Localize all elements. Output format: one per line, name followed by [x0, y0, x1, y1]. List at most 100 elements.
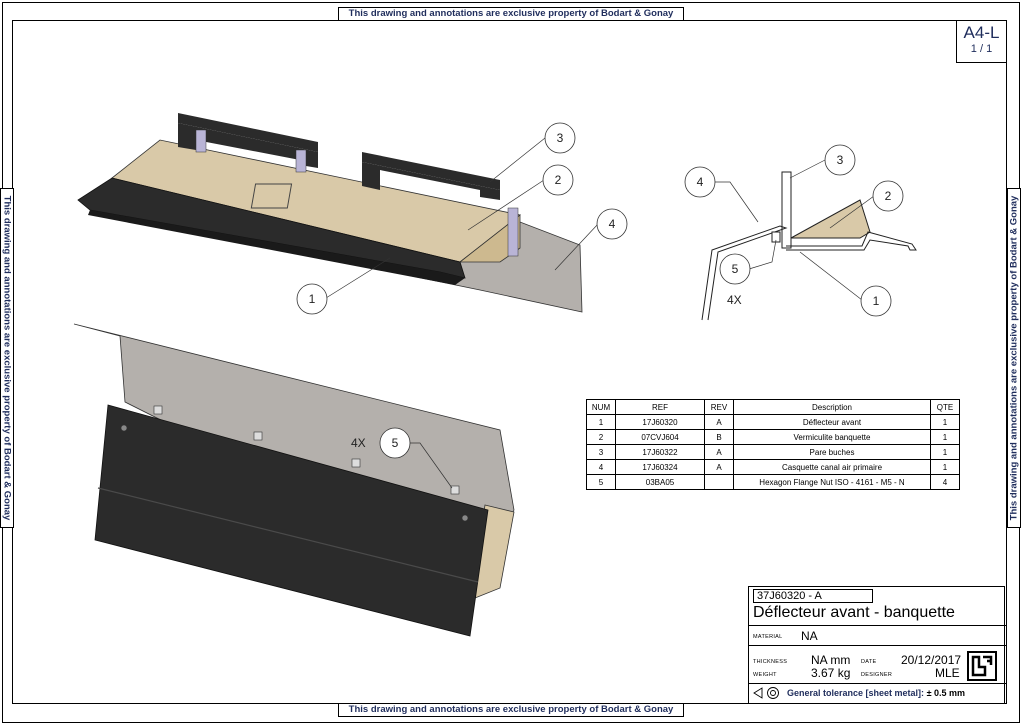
sheet-size: A4-L	[963, 23, 1000, 42]
balloon-side-2-label: 2	[885, 189, 892, 203]
bom-header-row: NUM REF REV Description QTE	[586, 399, 960, 415]
thickness-value: NA mm	[811, 653, 851, 667]
date-value: 20/12/2017	[901, 653, 962, 667]
balloon-side-3-label: 3	[837, 153, 844, 167]
bom-cell-qte: 1	[930, 429, 960, 445]
bill-of-materials: NUM REF REV Description QTE 1 17J60320 A…	[586, 399, 960, 490]
projection-symbol-icon	[753, 687, 779, 699]
side-vermiculite	[790, 199, 871, 239]
side-nut	[771, 231, 781, 243]
sheet-page: 1 / 1	[970, 43, 993, 55]
qty-label-side: 4X	[727, 293, 742, 307]
sheet-size-box: A4-L 1 / 1	[956, 20, 1007, 63]
bg-logo-icon	[971, 655, 993, 677]
balloon-bottom-5: 5	[379, 427, 453, 489]
bom-cell-ref: 17J60324	[615, 459, 705, 475]
bom-cell-num: 4	[586, 459, 616, 475]
title-block: 37J60320 - A Déflecteur avant - banquett…	[748, 586, 1006, 704]
bom-row: 4 17J60324 A Casquette canal air primair…	[586, 459, 960, 475]
balloon-side-1: 1	[799, 251, 892, 317]
bom-row: 3 17J60322 A Pare buches 1	[586, 444, 960, 460]
bom-row: 2 07CVJ604 B Vermiculite banquette 1	[586, 429, 960, 445]
weight-value: 3.67 kg	[811, 666, 851, 680]
bom-cell-num: 3	[586, 444, 616, 460]
general-tolerance: General tolerance [sheet metal]: ± 0.5 m…	[787, 688, 965, 698]
title-block-divider	[749, 645, 1006, 646]
balloon-iso-2: 2	[467, 164, 574, 231]
bom-header-qte: QTE	[930, 399, 960, 415]
bom-header-ref: REF	[615, 399, 705, 415]
bom-cell-num: 2	[586, 429, 616, 445]
isometric-view	[77, 113, 583, 313]
bom-header-rev: REV	[704, 399, 734, 415]
balloon-side-4-label: 4	[697, 175, 704, 189]
pare-buches-bracket	[178, 113, 519, 257]
bom-cell-description: Vermiculite banquette	[733, 429, 931, 445]
balloon-iso-4-label: 4	[609, 217, 616, 231]
bom-cell-ref: 17J60320	[615, 414, 705, 430]
side-bracket	[781, 171, 792, 249]
bom-cell-ref: 17J60322	[615, 444, 705, 460]
bottom-nuts	[120, 405, 469, 522]
bodart-gonay-logo	[967, 651, 997, 681]
bg-logo-engraving	[250, 183, 293, 209]
bom-cell-rev: A	[704, 414, 734, 430]
property-notice-bottom: This drawing and annotations are exclusi…	[338, 703, 684, 717]
bom-cell-rev	[704, 474, 734, 490]
bom-cell-num: 5	[586, 474, 616, 490]
thickness-label: THICKNESS	[753, 659, 788, 665]
bom-cell-description: Hexagon Flange Nut ISO - 4161 - M5 - N	[733, 474, 931, 490]
balloon-side-1-label: 1	[873, 294, 880, 308]
balloon-side-5: 5	[719, 239, 777, 285]
balloon-side-2: 2	[829, 180, 904, 229]
bom-cell-description: Casquette canal air primaire	[733, 459, 931, 475]
bom-header-description: Description	[733, 399, 931, 415]
side-view	[701, 171, 917, 321]
property-notice-right: This drawing and annotations are exclusi…	[1007, 188, 1021, 528]
side-casquette	[701, 225, 788, 321]
property-notice-top: This drawing and annotations are exclusi…	[338, 7, 684, 21]
vermiculite-front	[458, 214, 521, 263]
bom-cell-rev: A	[704, 459, 734, 475]
bom-cell-num: 1	[586, 414, 616, 430]
bottom-fold-line	[97, 487, 479, 583]
balloons: 1 2 3 4 3 2 4	[296, 122, 904, 489]
tolerance-label: General tolerance [sheet metal]:	[787, 688, 925, 698]
balloon-iso-1: 1	[296, 257, 391, 315]
bottom-deflector	[94, 404, 489, 637]
bom-cell-qte: 1	[930, 414, 960, 430]
side-tray	[786, 231, 917, 251]
date-label: DATE	[861, 659, 877, 665]
balloon-iso-3-label: 3	[557, 131, 564, 145]
bom-header-num: NUM	[586, 399, 616, 415]
bom-cell-description: Déflecteur avant	[733, 414, 931, 430]
qty-label-bottom: 4X	[351, 436, 366, 450]
balloon-side-4: 4	[684, 166, 759, 223]
designer-value: MLE	[935, 666, 960, 680]
title-block-divider	[749, 625, 1006, 626]
bom-cell-qte: 4	[930, 474, 960, 490]
balloon-iso-3: 3	[489, 122, 576, 183]
title-block-divider	[749, 683, 1006, 684]
balloon-iso-2-label: 2	[555, 173, 562, 187]
material-value: NA	[801, 629, 818, 643]
bom-cell-ref: 07CVJ604	[615, 429, 705, 445]
weight-label: WEIGHT	[753, 672, 777, 678]
bom-cell-qte: 1	[930, 459, 960, 475]
balloon-iso-1-label: 1	[309, 292, 316, 306]
balloon-bottom-5-label: 5	[392, 436, 399, 450]
bottom-view	[73, 323, 515, 637]
material-label: MATERIAL	[753, 634, 783, 640]
property-notice-left: This drawing and annotations are exclusi…	[0, 188, 14, 528]
balloon-side-5-label: 5	[732, 262, 739, 276]
bom-cell-ref: 03BA05	[615, 474, 705, 490]
bom-cell-rev: A	[704, 444, 734, 460]
deflector-front-lip	[88, 210, 465, 285]
balloon-side-3: 3	[789, 144, 856, 179]
designer-label: DESIGNER	[861, 672, 893, 678]
bom-cell-description: Pare buches	[733, 444, 931, 460]
bom-row: 1 17J60320 A Déflecteur avant 1	[586, 414, 960, 430]
drawing-title: Déflecteur avant - banquette	[753, 604, 955, 621]
bom-cell-rev: B	[704, 429, 734, 445]
